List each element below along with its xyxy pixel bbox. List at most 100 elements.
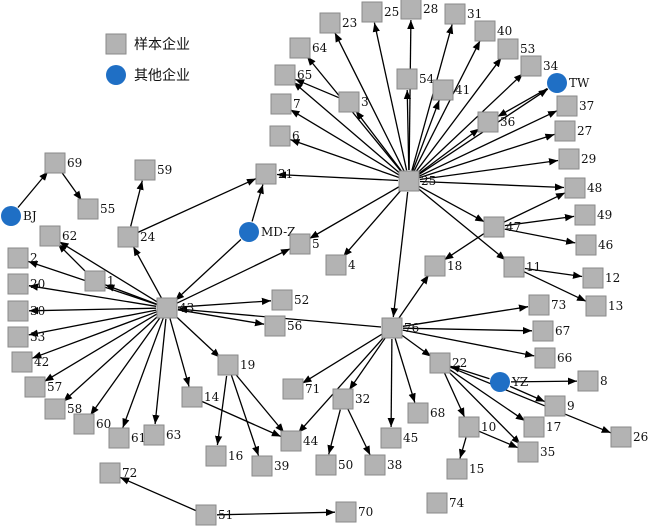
node-label: YZ bbox=[511, 375, 528, 389]
node-label: 15 bbox=[469, 462, 484, 476]
node-label: MD-Z bbox=[261, 225, 296, 239]
edge-43-33 bbox=[28, 309, 157, 337]
sample-enterprise-square bbox=[558, 148, 580, 170]
sample-enterprise-square bbox=[264, 315, 286, 337]
other-enterprise-circle bbox=[547, 73, 567, 93]
node-39: 39 bbox=[251, 455, 289, 477]
node-label: 52 bbox=[294, 293, 309, 307]
sample-enterprise-square bbox=[477, 111, 499, 133]
sample-enterprise-square bbox=[217, 354, 239, 376]
node-label: 72 bbox=[122, 466, 137, 480]
node-label: 10 bbox=[481, 420, 496, 434]
edge-BJ-69 bbox=[17, 171, 49, 208]
node-41: 41 bbox=[432, 79, 470, 101]
edge-43-52 bbox=[177, 297, 272, 308]
sample-enterprise-square bbox=[429, 352, 451, 374]
node-label: 55 bbox=[100, 202, 115, 216]
sample-enterprise-square bbox=[274, 64, 296, 86]
sample-enterprise-square bbox=[134, 159, 156, 181]
node-label: 39 bbox=[274, 459, 289, 473]
sample-enterprise-square bbox=[432, 79, 454, 101]
edge-25-5 bbox=[309, 185, 400, 240]
node-label: BJ bbox=[23, 209, 37, 223]
node-17: 17 bbox=[523, 416, 561, 438]
node-30: 30 bbox=[7, 300, 45, 322]
node-42: 42 bbox=[11, 351, 49, 373]
other-enterprise-circle bbox=[1, 206, 21, 226]
edge-25-37 bbox=[418, 110, 558, 177]
node-label: 25 bbox=[421, 174, 436, 188]
sample-enterprise-square bbox=[361, 1, 383, 23]
node-label: 2 bbox=[30, 251, 38, 265]
node-12: 12 bbox=[582, 267, 620, 289]
edge-25-3 bbox=[355, 110, 403, 173]
node-29: 29 bbox=[558, 148, 596, 170]
edge-43-60 bbox=[89, 316, 162, 416]
edge-76-68 bbox=[394, 338, 416, 403]
node-34: 34 bbox=[520, 55, 559, 77]
node-43: 43 bbox=[156, 297, 194, 319]
edge-76-45 bbox=[387, 338, 395, 428]
node-label: 66 bbox=[557, 351, 572, 365]
node-6: 6 bbox=[269, 125, 300, 147]
node-label: 65 bbox=[297, 68, 312, 82]
legend: 样本企业 其他企业 bbox=[105, 33, 190, 85]
node-label: 34 bbox=[543, 59, 559, 73]
edge-25-25top bbox=[372, 22, 408, 171]
node-label: 3 bbox=[361, 95, 369, 109]
sample-enterprise-square bbox=[7, 273, 29, 295]
sample-enterprise-square bbox=[269, 125, 291, 147]
node-10: 10 bbox=[458, 416, 496, 438]
edge-25-40 bbox=[413, 40, 481, 172]
edge-25-29 bbox=[419, 158, 559, 181]
sample-enterprise-square bbox=[564, 177, 586, 199]
node-61: 61 bbox=[108, 427, 146, 449]
node-label: 28 bbox=[423, 2, 438, 16]
node-2: 2 bbox=[7, 247, 38, 269]
edge-25-21 bbox=[276, 171, 399, 182]
node-label: 41 bbox=[455, 83, 470, 97]
sample-enterprise-square bbox=[523, 416, 545, 438]
edge-43-58 bbox=[62, 314, 160, 403]
node-label: 36 bbox=[500, 115, 515, 129]
sample-enterprise-square bbox=[380, 427, 402, 449]
edge-19-39 bbox=[230, 375, 260, 456]
node-20: 20 bbox=[7, 273, 45, 295]
node-label: 33 bbox=[30, 330, 45, 344]
sample-enterprise-square bbox=[544, 395, 566, 417]
sample-enterprise-square bbox=[44, 398, 66, 420]
legend-other-swatch bbox=[106, 65, 126, 85]
node-label: 8 bbox=[600, 374, 608, 388]
node-25: 25 bbox=[398, 170, 436, 192]
node-51: 51 bbox=[195, 504, 233, 526]
edge-43-1 bbox=[105, 284, 157, 305]
node-label: 53 bbox=[520, 42, 535, 56]
sample-enterprise-square bbox=[407, 402, 429, 424]
node-48: 48 bbox=[564, 177, 602, 199]
edge-51-70 bbox=[216, 508, 336, 517]
node-63: 63 bbox=[143, 424, 181, 446]
node-BJ: BJ bbox=[1, 206, 37, 226]
node-11: 11 bbox=[503, 256, 541, 278]
node-label: 71 bbox=[305, 382, 320, 396]
sample-enterprise-square bbox=[319, 12, 341, 34]
node-15: 15 bbox=[446, 458, 484, 480]
node-label: 44 bbox=[303, 434, 319, 448]
sample-enterprise-square bbox=[255, 163, 277, 185]
node-49: 49 bbox=[574, 204, 612, 226]
node-19: 19 bbox=[217, 354, 255, 376]
edge-76-73 bbox=[402, 304, 529, 327]
sample-enterprise-square bbox=[517, 441, 539, 463]
node-label: 13 bbox=[608, 299, 623, 313]
node-label: TW bbox=[569, 76, 590, 90]
edge-25-41 bbox=[412, 100, 440, 171]
node-36: 36 bbox=[477, 111, 515, 133]
node-label: 5 bbox=[312, 237, 320, 251]
node-58: 58 bbox=[44, 398, 82, 420]
sample-enterprise-square bbox=[610, 426, 632, 448]
edge-76-66 bbox=[402, 329, 535, 358]
node-label: 26 bbox=[633, 430, 648, 444]
sample-enterprise-square bbox=[338, 91, 360, 113]
node-38: 38 bbox=[364, 454, 402, 476]
node-label: 30 bbox=[30, 304, 45, 318]
